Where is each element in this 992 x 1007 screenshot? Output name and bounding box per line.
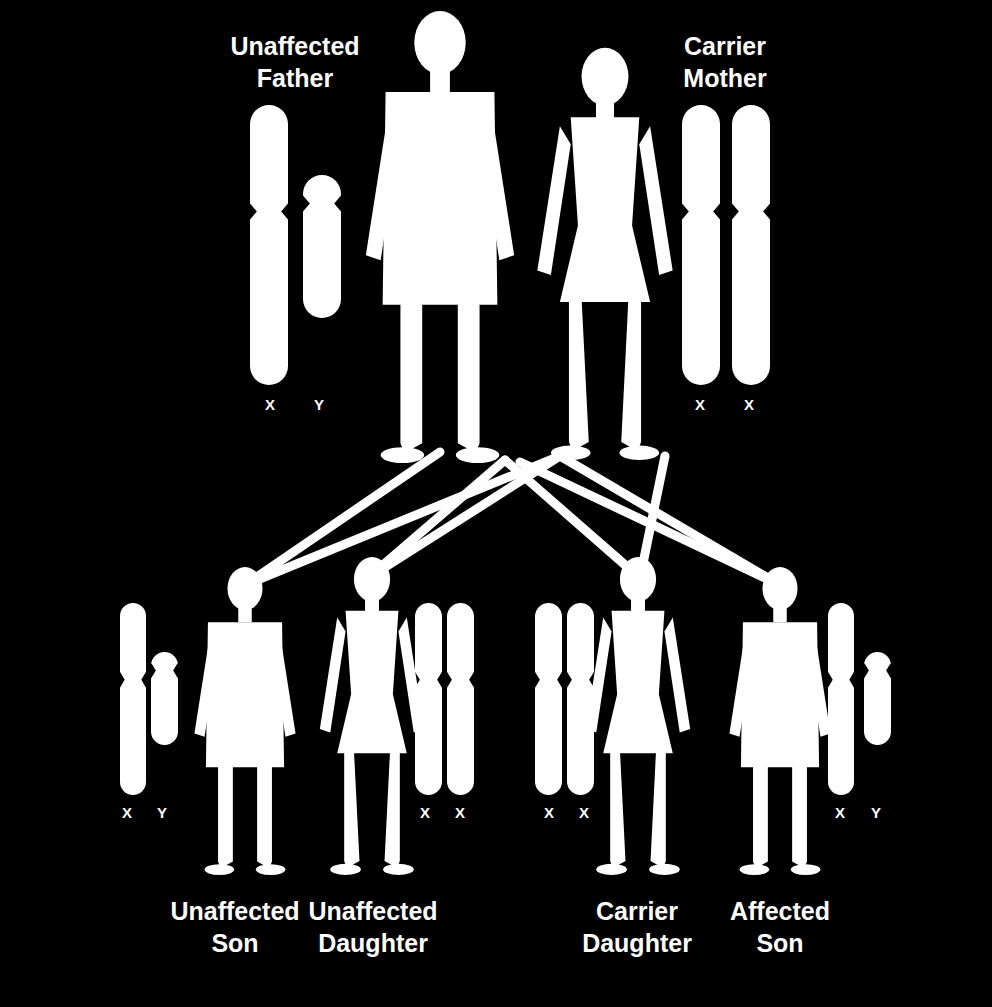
chromosome bbox=[303, 175, 341, 318]
daughter-silhouette bbox=[383, 864, 414, 875]
child-label: Unaffected Son bbox=[170, 895, 299, 959]
son-silhouette bbox=[205, 864, 235, 875]
father-silhouette bbox=[430, 67, 450, 92]
daughter-silhouette bbox=[320, 618, 346, 733]
daughter-silhouette bbox=[664, 618, 690, 733]
chromosome-letter: Y bbox=[871, 805, 881, 821]
son-silhouette bbox=[791, 864, 821, 875]
daughter-silhouette bbox=[344, 750, 359, 868]
daughter-silhouette bbox=[610, 750, 625, 868]
father-silhouette bbox=[458, 285, 480, 453]
chromosome bbox=[732, 105, 770, 385]
father-silhouette bbox=[400, 285, 422, 453]
child-label: Unaffected Daughter bbox=[308, 895, 437, 959]
inheritance-line bbox=[368, 456, 560, 578]
daughter-silhouette bbox=[398, 618, 424, 733]
son-silhouette bbox=[238, 605, 251, 622]
chromosome bbox=[447, 603, 474, 795]
mother-silhouette bbox=[560, 117, 650, 302]
chromosome bbox=[682, 105, 720, 385]
chromosome bbox=[120, 603, 146, 795]
son-silhouette bbox=[753, 754, 768, 869]
chromosome-letter: X bbox=[695, 397, 705, 413]
child-label: Carrier Daughter bbox=[582, 895, 692, 959]
chromosome bbox=[864, 652, 891, 745]
son-silhouette bbox=[729, 626, 754, 737]
son-silhouette bbox=[740, 864, 770, 875]
chromosome-letter: Y bbox=[314, 397, 324, 413]
mother-silhouette bbox=[551, 446, 591, 460]
chromosome-letter: X bbox=[455, 805, 465, 821]
chromosome-letter: X bbox=[420, 805, 430, 821]
daughter-silhouette bbox=[649, 864, 680, 875]
inheritance-line bbox=[560, 456, 780, 585]
son-silhouette bbox=[227, 567, 262, 610]
father-silhouette bbox=[456, 447, 500, 463]
daughter-silhouette bbox=[586, 618, 612, 733]
chromosome-letter: Y bbox=[157, 805, 167, 821]
son-silhouette bbox=[806, 626, 831, 737]
chromosome bbox=[828, 603, 854, 795]
chromosome-letter: X bbox=[122, 805, 132, 821]
father-silhouette bbox=[366, 97, 403, 260]
chromosome-letter: X bbox=[744, 397, 754, 413]
chromosome bbox=[250, 105, 288, 385]
chromosome-letter: X bbox=[835, 805, 845, 821]
daughter-silhouette bbox=[603, 611, 673, 754]
mother-silhouette bbox=[621, 298, 641, 451]
daughter-silhouette bbox=[354, 557, 390, 602]
chromosome-letter: X bbox=[544, 805, 554, 821]
son-silhouette bbox=[256, 864, 286, 875]
daughter-silhouette bbox=[596, 864, 627, 875]
son-silhouette bbox=[773, 605, 786, 622]
daughter-silhouette bbox=[330, 864, 361, 875]
son-silhouette bbox=[218, 754, 233, 869]
father-silhouette bbox=[478, 97, 515, 260]
chromosome-letter: X bbox=[265, 397, 275, 413]
mother-silhouette bbox=[569, 298, 589, 451]
child-label: Affected Son bbox=[730, 895, 830, 959]
chromosome bbox=[151, 652, 178, 745]
son-silhouette bbox=[762, 567, 797, 610]
daughter-silhouette bbox=[337, 611, 407, 754]
parent-label: Unaffected Father bbox=[230, 30, 359, 94]
son-silhouette bbox=[257, 754, 272, 869]
son-silhouette bbox=[271, 626, 296, 737]
daughter-silhouette bbox=[385, 750, 400, 868]
chromosome-letter: X bbox=[579, 805, 589, 821]
mother-silhouette bbox=[537, 126, 570, 275]
daughter-silhouette bbox=[651, 750, 666, 868]
chromosome bbox=[567, 603, 594, 795]
son-silhouette bbox=[792, 754, 807, 869]
parent-label: Carrier Mother bbox=[683, 30, 766, 94]
mother-silhouette bbox=[582, 48, 629, 106]
chromosome bbox=[535, 603, 562, 795]
inheritance-line bbox=[245, 456, 560, 585]
father-silhouette bbox=[381, 447, 425, 463]
father-silhouette bbox=[414, 11, 465, 74]
son-silhouette bbox=[194, 626, 219, 737]
mother-silhouette bbox=[619, 446, 659, 460]
mother-silhouette bbox=[639, 126, 672, 275]
daughter-silhouette bbox=[620, 557, 656, 602]
